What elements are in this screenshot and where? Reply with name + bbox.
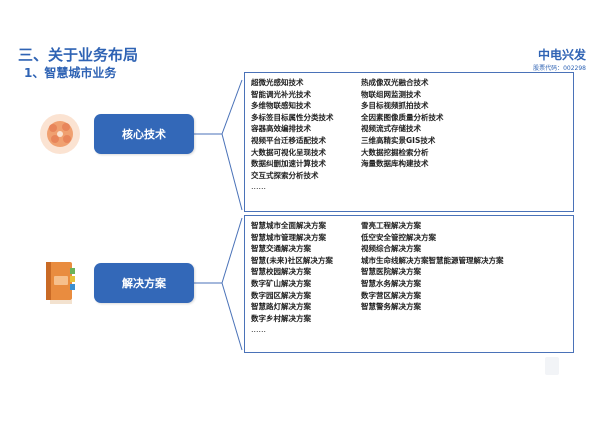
list-item: 智慧交通解决方案	[251, 244, 311, 254]
list-item: 智慧城市管理解决方案	[251, 232, 326, 242]
core-tech-left-column: 超微光感知技术智能调光补光技术多维物联感知技术多标签目标属性分类技术容器高效编排…	[251, 77, 361, 193]
list-item: 物联组网监测技术	[361, 89, 421, 99]
list-item: 数字乡村解决方案	[251, 313, 311, 323]
section-title: 三、关于业务布局	[18, 46, 139, 64]
list-item: 数据纠删加速计算技术	[251, 159, 326, 169]
list-item: 低空安全管控解决方案	[361, 232, 436, 242]
list-item: 多维物联感知技术	[251, 101, 311, 111]
list-item: 超微光感知技术	[251, 78, 304, 87]
list-item: 视频综合解决方案	[361, 244, 421, 254]
list-item: 多目标视频抓拍技术	[361, 101, 429, 111]
brand-logo-text: 中电兴发	[537, 48, 586, 62]
list-item: 智慧路灯解决方案	[251, 302, 311, 312]
core-tech-list-box: 超微光感知技术智能调光补光技术多维物联感知技术多标签目标属性分类技术容器高效编排…	[244, 72, 574, 212]
solutions-left-column: 智慧城市全面解决方案智慧城市管理解决方案智慧交通解决方案智慧(未来)社区解决方案…	[251, 220, 361, 336]
book-icon	[40, 258, 80, 312]
list-item: ……	[251, 182, 266, 192]
list-item: 数字营区解决方案	[361, 290, 421, 300]
list-item: 城市生命线解决方案智慧能源管理解决方案	[361, 255, 504, 265]
list-item: 热成像双光融合技术	[361, 78, 429, 87]
list-item: 交互式探索分析技术	[251, 170, 319, 180]
list-item: 多标签目标属性分类技术	[251, 112, 334, 122]
list-item: 容器高效编排技术	[251, 124, 311, 134]
list-item: 大数据可视化呈现技术	[251, 147, 326, 157]
list-item: 三维高精实景GIS技术	[361, 135, 436, 145]
list-item: 全因素图像质量分析技术	[361, 112, 444, 122]
list-item: 智能调光补光技术	[251, 89, 311, 99]
solutions-label: 解决方案	[94, 263, 194, 303]
stock-code: 股票代码：002298	[533, 65, 586, 72]
watermark-logo	[545, 357, 559, 375]
list-item: 数字园区解决方案	[251, 290, 311, 300]
list-item: 雪亮工程解决方案	[361, 221, 421, 230]
brain-gear-icon	[38, 112, 82, 160]
list-item: 智慧城市全面解决方案	[251, 221, 326, 230]
list-item: 智慧警务解决方案	[361, 302, 421, 312]
list-item: 智慧水务解决方案	[361, 278, 421, 288]
list-item: 智慧医院解决方案	[361, 267, 421, 277]
subsection-title: 1、智慧城市业务	[24, 66, 117, 80]
list-item: 视频平台迁移适配技术	[251, 135, 326, 145]
list-item: 智慧校园解决方案	[251, 267, 311, 277]
list-item: ……	[251, 325, 266, 335]
solutions-right-column: 雪亮工程解决方案低空安全管控解决方案视频综合解决方案城市生命线解决方案智慧能源管…	[361, 220, 567, 336]
list-item: 视频流式存储技术	[361, 124, 421, 134]
list-item: 数字矿山解决方案	[251, 278, 311, 288]
list-item: 大数据挖掘检索分析	[361, 147, 429, 157]
list-item: 智慧(未来)社区解决方案	[251, 255, 333, 265]
core-tech-right-column: 热成像双光融合技术物联组网监测技术多目标视频抓拍技术全因素图像质量分析技术视频流…	[361, 77, 567, 193]
core-tech-label: 核心技术	[94, 114, 194, 154]
list-item: 海量数据库构建技术	[361, 159, 429, 169]
solutions-list-box: 智慧城市全面解决方案智慧城市管理解决方案智慧交通解决方案智慧(未来)社区解决方案…	[244, 215, 574, 353]
